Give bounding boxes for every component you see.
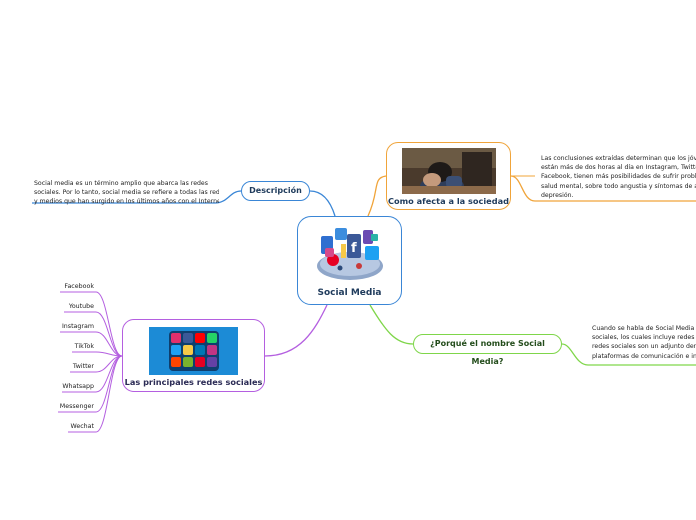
impact-text-line: están más de dos horas al día en Instagr… xyxy=(541,164,696,172)
impact-text-line: Las conclusiones extraídas determinan qu… xyxy=(541,155,696,162)
why-name-text-line: redes sociales son un adjunto dentro de … xyxy=(592,343,696,351)
description-text-line: Social media es un término amplio que ab… xyxy=(34,180,208,187)
why-name-node[interactable]: ¿Porqué el nombre Social Media? xyxy=(413,334,562,366)
why-name-text-line: sociales, los cuales incluye redes socia… xyxy=(592,334,696,342)
network-item-tiktok: TikTok xyxy=(74,343,94,350)
impact-text-line: Facebook, tienen más posibilidades de su… xyxy=(541,173,696,181)
networks-label: Las principales redes sociales xyxy=(124,377,263,387)
impact-text-line: salud mental, sobre todo angustia y sínt… xyxy=(541,182,696,190)
network-item-instagram: Instagram xyxy=(61,323,94,330)
social-media-illustration: f xyxy=(317,228,383,280)
central-topic-label: Social Media xyxy=(317,288,382,298)
impact-label: Como afecta a la sociedad xyxy=(388,196,509,206)
why-name-text: Cuando se habla de Social Media se refie… xyxy=(592,324,696,361)
impact-text: Las conclusiones extraídas determinan qu… xyxy=(541,154,696,200)
network-item-twitter: Twitter xyxy=(72,363,94,370)
network-item-youtube: Youtube xyxy=(68,303,94,310)
impact-node[interactable]: Como afecta a la sociedad xyxy=(386,142,511,210)
description-text-line: sociales. Por lo tanto, social media se … xyxy=(34,189,219,197)
social-apps-photo xyxy=(149,327,238,375)
description-label: Descripción xyxy=(249,186,302,195)
description-text: Social media es un término amplio que ab… xyxy=(34,179,219,207)
networks-node[interactable]: Las principales redes sociales xyxy=(122,319,265,392)
central-topic[interactable]: f Social Media xyxy=(297,216,402,305)
description-node[interactable]: Descripción xyxy=(241,181,310,201)
svg-text:f: f xyxy=(351,241,357,256)
why-name-text-line: plataformas de comunicación e interacció… xyxy=(592,352,696,360)
description-text-line: y medios que han surgido en los últimos … xyxy=(34,198,219,206)
network-item-messenger: Messenger xyxy=(59,403,94,410)
sad-teen-photo xyxy=(402,148,496,194)
network-item-wechat: Wechat xyxy=(70,423,94,430)
network-item-whatsapp: Whatsapp xyxy=(62,383,94,390)
network-item-facebook: Facebook xyxy=(64,283,94,290)
why-name-label: ¿Porqué el nombre Social Media? xyxy=(430,339,545,366)
impact-text-line: depresión. xyxy=(541,191,574,199)
why-name-text-line: Cuando se habla de Social Media se refie… xyxy=(592,325,696,332)
